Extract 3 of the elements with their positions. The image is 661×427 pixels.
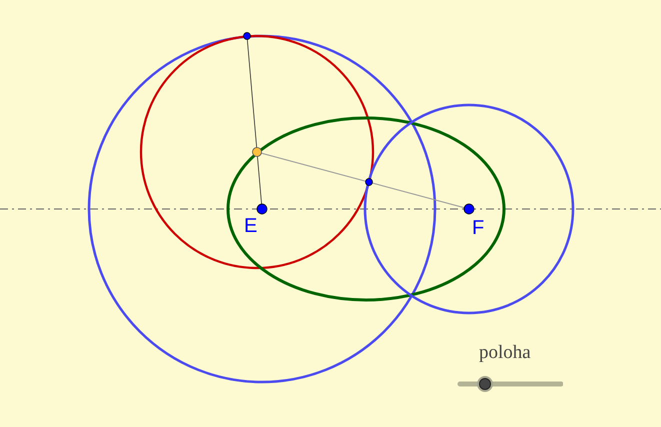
slider-label: poloha bbox=[479, 343, 531, 362]
point-label: F bbox=[472, 218, 484, 238]
point-label: E bbox=[244, 216, 258, 236]
